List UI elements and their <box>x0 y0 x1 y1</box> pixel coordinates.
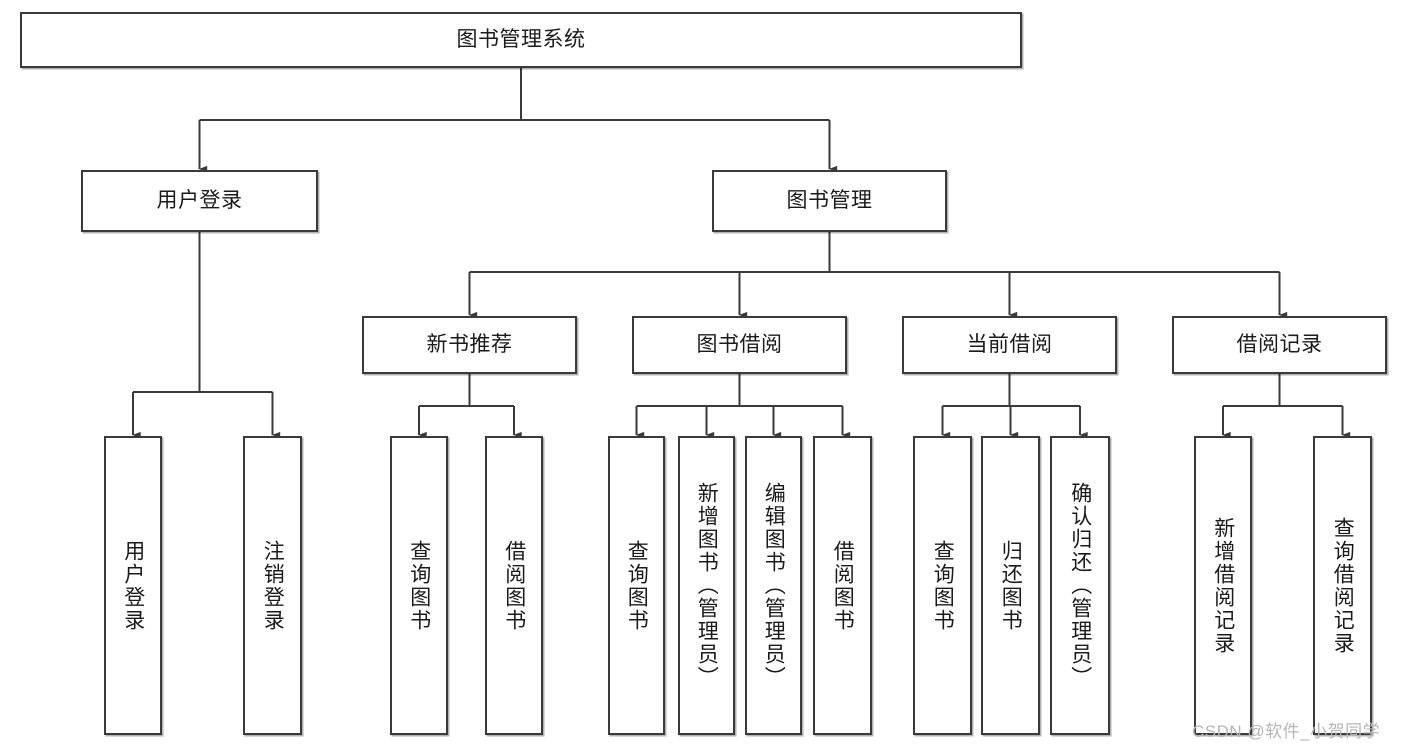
node-borrow: 图书借阅 <box>632 316 847 374</box>
node-label: 新书推荐 <box>426 333 513 357</box>
node-label: 借阅图书 <box>831 539 855 632</box>
node-label: 用户登录 <box>121 539 145 632</box>
node-newbook: 新书推荐 <box>362 316 577 374</box>
node-label: 借阅记录 <box>1236 333 1323 357</box>
node-leaf-rec-2: 查询借阅记录 <box>1313 436 1372 735</box>
node-bookmgmt: 图书管理 <box>712 170 947 232</box>
node-label: 当前借阅 <box>966 333 1053 357</box>
node-leaf-cur-3: 确认归还（管理员） <box>1050 436 1110 735</box>
node-root: 图书管理系统 <box>20 12 1022 68</box>
node-leaf-borrow-3: 编辑图书（管理员） <box>745 436 802 735</box>
node-label: 编辑图书（管理员） <box>762 482 786 689</box>
node-label: 新增图书（管理员） <box>695 482 719 689</box>
node-label: 图书借阅 <box>696 333 783 357</box>
node-leaf-login-2: 注销登录 <box>243 436 302 735</box>
node-label: 归还图书 <box>999 539 1023 632</box>
node-label: 图书管理系统 <box>456 28 586 52</box>
node-label: 查询图书 <box>407 539 431 632</box>
node-label: 用户登录 <box>156 189 243 213</box>
node-records: 借阅记录 <box>1172 316 1387 374</box>
node-label: 查询图书 <box>625 539 649 632</box>
node-label: 注销登录 <box>261 539 285 632</box>
node-label: 新增借阅记录 <box>1211 516 1235 655</box>
node-label: 确认归还（管理员） <box>1068 482 1092 689</box>
node-leaf-new-2: 借阅图书 <box>485 436 543 735</box>
node-label: 查询图书 <box>931 539 955 632</box>
node-leaf-borrow-2: 新增图书（管理员） <box>678 436 735 735</box>
node-leaf-new-1: 查询图书 <box>390 436 448 735</box>
node-label: 查询借阅记录 <box>1331 516 1355 655</box>
node-leaf-cur-2: 归还图书 <box>981 436 1040 735</box>
node-label: 图书管理 <box>786 189 873 213</box>
node-leaf-borrow-4: 借阅图书 <box>813 436 872 735</box>
node-current: 当前借阅 <box>902 316 1117 374</box>
node-leaf-borrow-1: 查询图书 <box>608 436 665 735</box>
node-login: 用户登录 <box>81 170 318 232</box>
node-leaf-login-1: 用户登录 <box>104 436 162 735</box>
node-label: 借阅图书 <box>502 539 526 632</box>
node-leaf-rec-1: 新增借阅记录 <box>1194 436 1252 735</box>
node-leaf-cur-1: 查询图书 <box>913 436 972 735</box>
